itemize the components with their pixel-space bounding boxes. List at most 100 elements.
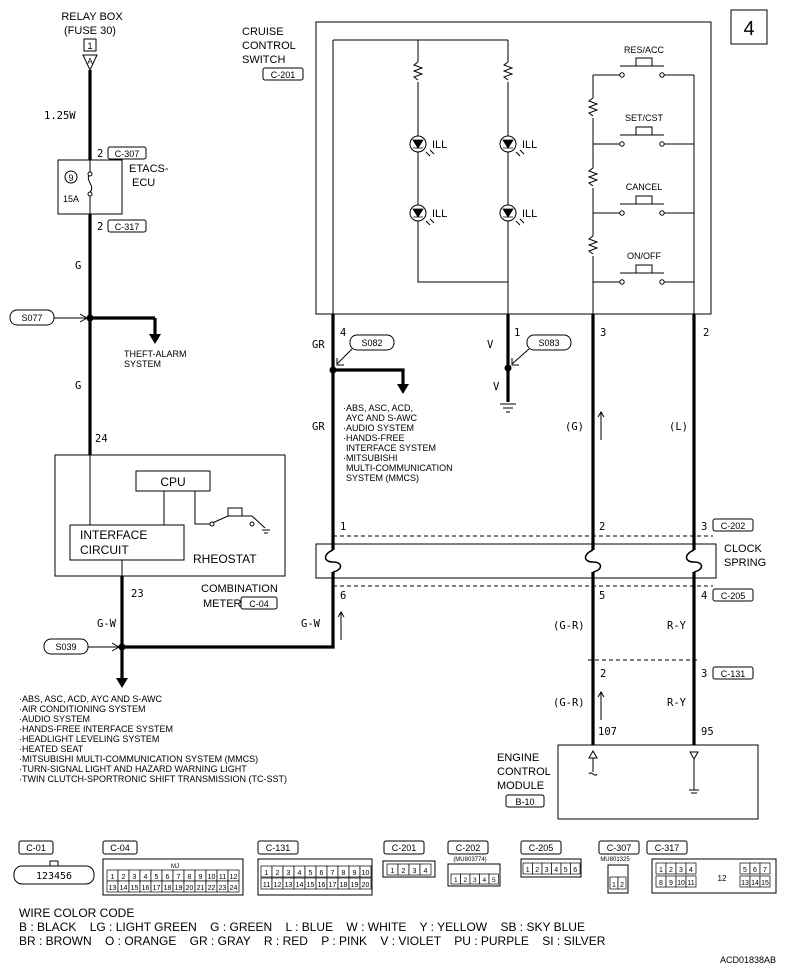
c04-pin: 21 bbox=[197, 885, 205, 892]
s039-item-7: ·TURN-SIGNAL LIGHT AND HAZARD WARNING LI… bbox=[19, 764, 247, 774]
switch-icon bbox=[620, 195, 664, 205]
relay-box-connector bbox=[83, 38, 97, 52]
c04-pin: 15 bbox=[131, 885, 139, 892]
s082-item-0: ·ABS, ASC, ACD, bbox=[343, 403, 413, 413]
s039-item-0: ·ABS, ASC, ACD, AYC AND S-AWC bbox=[19, 694, 163, 704]
arrow-up-icon bbox=[597, 691, 605, 720]
clock-conn-bottom: C-205 bbox=[721, 591, 746, 601]
s039-item-5: ·HEATED SEAT bbox=[19, 744, 84, 754]
clock-pin-bottom-4: 4 bbox=[701, 590, 707, 602]
c04-pin: 4 bbox=[144, 874, 148, 881]
c317-pin: 8 bbox=[659, 880, 663, 887]
led-icon bbox=[412, 139, 424, 149]
c131-pin: 14 bbox=[296, 882, 304, 889]
c01-label: C-01 bbox=[26, 843, 46, 853]
c04-pin: 22 bbox=[208, 885, 216, 892]
c04-pin: 5 bbox=[155, 874, 159, 881]
meter-name-1: COMBINATION bbox=[201, 583, 278, 595]
c202-cell bbox=[488, 873, 499, 885]
c04-pin: 13 bbox=[109, 885, 117, 892]
ground-icon bbox=[500, 403, 516, 413]
c04-pin: 14 bbox=[120, 885, 128, 892]
clock-pin-bottom-6: 6 bbox=[340, 590, 346, 602]
c202-pin: 3 bbox=[473, 877, 477, 884]
c205-pin: 5 bbox=[564, 867, 568, 874]
cruise-title-1: CRUISE bbox=[242, 26, 284, 38]
switch-icon bbox=[620, 264, 664, 274]
cruise-conn: C-201 bbox=[271, 70, 296, 80]
s039-list: ·ABS, ASC, ACD, AYC AND S-AWC ·AIR CONDI… bbox=[19, 694, 287, 784]
s082-item-4: INTERFACE SYSTEM bbox=[346, 443, 436, 453]
relay-box-title: RELAY BOX bbox=[61, 11, 123, 23]
ill-label-4: ILL bbox=[522, 208, 537, 220]
c201-label: C-201 bbox=[392, 843, 417, 853]
arrow-down-icon bbox=[116, 678, 128, 688]
c04-pin: 20 bbox=[186, 885, 194, 892]
clock-pin-bottom-5: 5 bbox=[599, 590, 605, 602]
c205-pin: 1 bbox=[526, 867, 530, 874]
clock-conn-top-box bbox=[712, 518, 754, 532]
spring-coil-icon bbox=[584, 549, 602, 573]
c317-pin: 10 bbox=[677, 880, 685, 887]
page-number-box bbox=[730, 9, 768, 45]
c202-part: (MU803774) bbox=[453, 857, 486, 863]
meter-pin-bottom: 23 bbox=[131, 588, 144, 600]
s039-item-8: ·TWIN CLUTCH-SPORTRONIC SHIFT TRANSMISSI… bbox=[19, 774, 287, 784]
c04-pin: 18 bbox=[164, 885, 172, 892]
c317-pin: 9 bbox=[669, 880, 673, 887]
wire-v-label-1: V bbox=[487, 339, 494, 351]
switch-on-off: ON/OFF bbox=[593, 251, 694, 285]
wire-gr-label-2: GR bbox=[312, 421, 325, 433]
combination-meter: 24 CPU INTERFACE CIRCUIT RHEOSTAT 23 COM… bbox=[54, 433, 286, 610]
c307-pin: 2 bbox=[620, 882, 624, 889]
c04-pin: 6 bbox=[166, 874, 170, 881]
wire-gw-label-1: G-W bbox=[97, 618, 117, 630]
arrow-up-icon bbox=[337, 611, 345, 640]
etacs-pin-top: 2 bbox=[97, 148, 103, 160]
c317-pin: 13 bbox=[741, 880, 749, 887]
wire-g-paren-label: (G) bbox=[565, 421, 584, 433]
led-icon bbox=[502, 139, 514, 149]
spring-coil-icon bbox=[685, 549, 703, 573]
ecm-box bbox=[557, 744, 759, 820]
cancel-label: CANCEL bbox=[626, 182, 663, 192]
cpu-box bbox=[135, 470, 211, 492]
ecm-pin-left: 107 bbox=[598, 726, 617, 738]
cruise-title-3: SWITCH bbox=[242, 54, 285, 66]
c131-pin: 12 bbox=[274, 882, 282, 889]
relay-box-terminal-label: A bbox=[87, 57, 93, 66]
resistor-icon bbox=[412, 61, 424, 81]
switch-icon bbox=[620, 126, 664, 136]
wire-gr-paren-label-2: (G-R) bbox=[553, 697, 585, 709]
c131-pin: 16 bbox=[318, 882, 326, 889]
c04-pin: 9 bbox=[199, 874, 203, 881]
c04-label: C-04 bbox=[110, 843, 130, 853]
meter-box bbox=[54, 454, 286, 577]
relay-box: RELAY BOX (FUSE 30) 1 A bbox=[61, 11, 123, 72]
c317-cell bbox=[759, 862, 771, 875]
c131-pin: 15 bbox=[307, 882, 315, 889]
interface-2: CIRCUIT bbox=[80, 543, 129, 557]
s039-item-4: ·HEADLIGHT LEVELING SYSTEM bbox=[19, 734, 159, 744]
c201-pin: 2 bbox=[402, 868, 406, 875]
c205-pin: 3 bbox=[545, 867, 549, 874]
c131-pin: 2 bbox=[276, 870, 280, 877]
wire-1-25w-label: 1.25W bbox=[44, 110, 76, 122]
resistor-icon bbox=[587, 235, 599, 255]
interface-circuit-box bbox=[69, 524, 185, 561]
c04-pin: 3 bbox=[133, 874, 137, 881]
c131-cell bbox=[359, 865, 372, 878]
ecm-conn-box bbox=[505, 794, 545, 808]
c205-pin: 6 bbox=[573, 867, 577, 874]
arrow-up-icon bbox=[597, 411, 605, 440]
s082-list: ·ABS, ASC, ACD, AYC AND S-AWC ·AUDIO SYS… bbox=[343, 403, 453, 483]
etacs-name-1: ETACS- bbox=[129, 163, 169, 175]
ill-led-1: ILL bbox=[409, 135, 447, 157]
cruise-control-switch: CRUISE CONTROL SWITCH C-201 ILL ILL ILL bbox=[242, 21, 712, 339]
s082-item-6: MULTI-COMMUNICATION bbox=[346, 463, 453, 473]
switch-res-acc: RES/ACC bbox=[619, 45, 665, 78]
